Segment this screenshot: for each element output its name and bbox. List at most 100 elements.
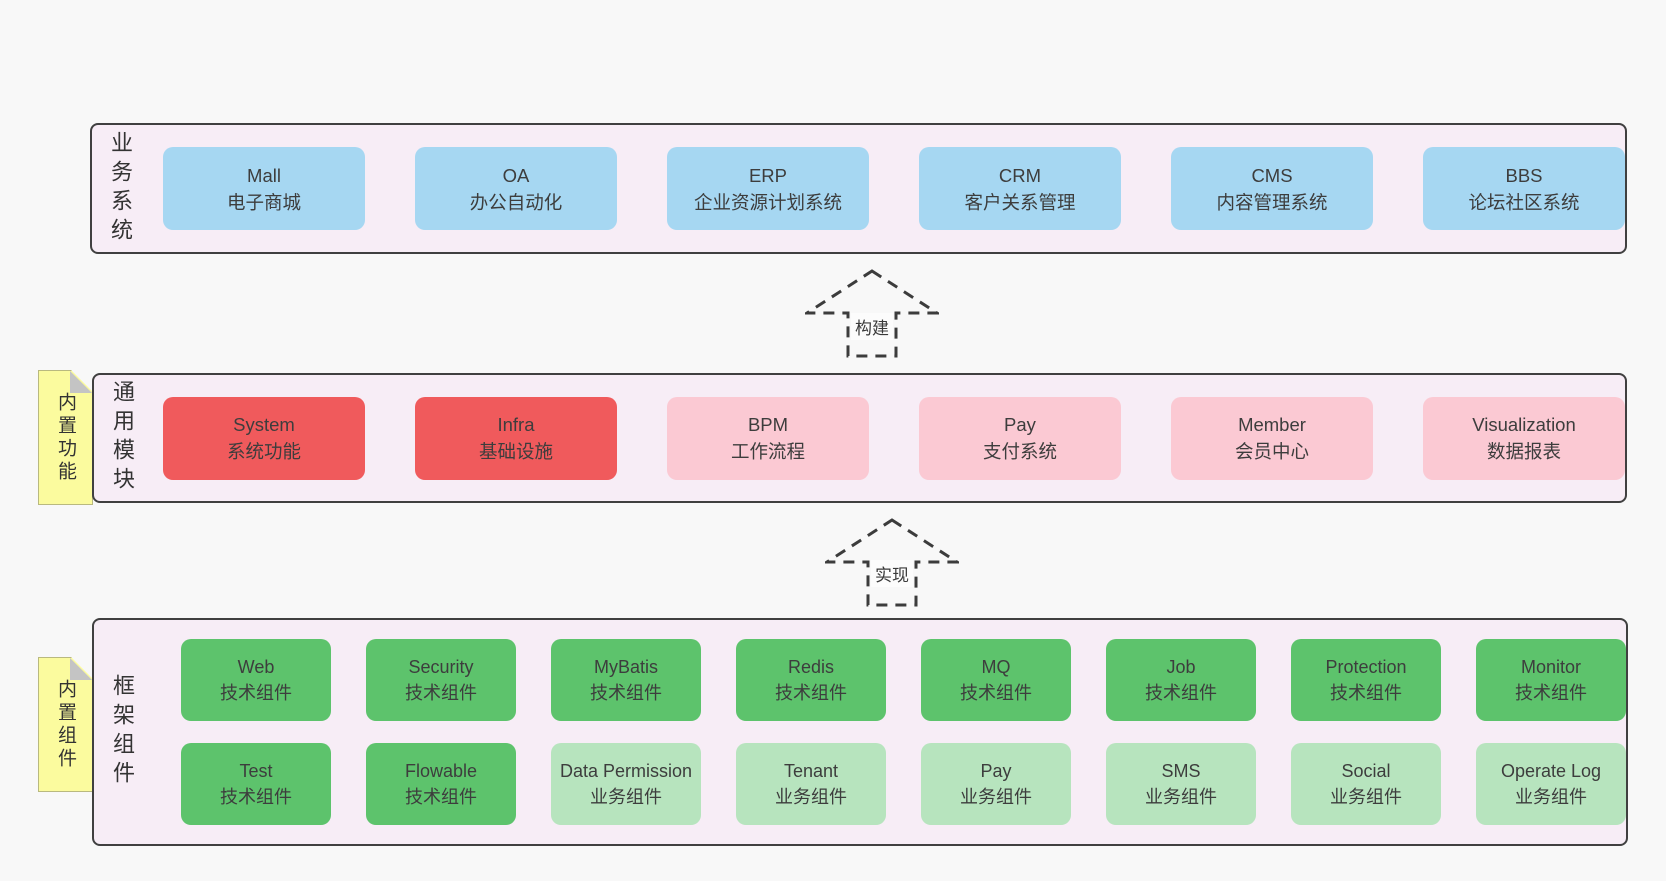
box-subtitle: 业务组件 (960, 787, 1032, 807)
box-title: Flowable (404, 761, 478, 781)
box-title: Mall (247, 164, 281, 186)
component-box: BBS 论坛社区系统 (1423, 147, 1625, 230)
arrow-label-implement: 实现 (871, 560, 913, 587)
box-title: Monitor (1520, 657, 1582, 677)
components-box-row-2: Test 技术组件 Flowable 技术组件 Data Permission … (181, 743, 1626, 825)
component-box: Infra 基础设施 (415, 396, 617, 480)
component-box: SMS 业务组件 (1106, 743, 1256, 825)
sticky-note-built-in-components: 内置组件 (38, 657, 93, 792)
component-box: Data Permission 业务组件 (551, 743, 701, 825)
box-title: Infra (497, 414, 535, 435)
box-subtitle: 技术组件 (405, 683, 477, 703)
box-subtitle: 企业资源计划系统 (693, 191, 842, 213)
box-subtitle: 业务组件 (1515, 787, 1587, 807)
sticky-note-text: 内置功能 (55, 391, 76, 484)
box-subtitle: 内容管理系统 (1216, 191, 1328, 213)
component-box: Test 技术组件 (181, 743, 331, 825)
box-title: Redis (787, 657, 835, 677)
component-box: Pay 支付系统 (919, 396, 1121, 480)
component-box: Protection 技术组件 (1291, 639, 1441, 721)
component-box: Member 会员中心 (1171, 396, 1373, 480)
box-subtitle: 技术组件 (405, 787, 477, 807)
box-title: Operate Log (1500, 761, 1602, 781)
component-box: MQ 技术组件 (921, 639, 1071, 721)
component-box: Tenant 业务组件 (736, 743, 886, 825)
section-common-modules: 通用模块 System 系统功能 Infra 基础设施 BPM 工作流程 Pay… (92, 373, 1627, 503)
box-title: Social (1341, 761, 1391, 781)
box-subtitle: 技术组件 (1330, 683, 1402, 703)
box-title: ERP (748, 164, 788, 186)
box-title: BPM (747, 414, 789, 435)
box-title: Security (408, 657, 474, 677)
component-box: Visualization 数据报表 (1423, 396, 1625, 480)
box-subtitle: 技术组件 (1515, 683, 1587, 703)
sticky-note-text: 内置组件 (55, 678, 76, 771)
dashed-up-arrow-build (805, 269, 939, 358)
box-subtitle: 工作流程 (730, 441, 805, 462)
box-title: Web (237, 657, 275, 677)
component-box: BPM 工作流程 (667, 396, 869, 480)
box-subtitle: 技术组件 (775, 683, 847, 703)
box-subtitle: 技术组件 (1145, 683, 1217, 703)
box-title: MQ (981, 657, 1011, 677)
component-box: MyBatis 技术组件 (551, 639, 701, 721)
modules-box-row: System 系统功能 Infra 基础设施 BPM 工作流程 Pay 支付系统… (163, 396, 1625, 480)
box-subtitle: 支付系统 (982, 441, 1057, 462)
box-title: Protection (1325, 657, 1407, 677)
box-title: MyBatis (593, 657, 658, 677)
box-subtitle: 业务组件 (1145, 787, 1217, 807)
section-framework-components: 框架组件 Web 技术组件 Security 技术组件 MyBatis 技术组件… (92, 618, 1628, 846)
dashed-up-arrow-implement (825, 518, 959, 607)
section-label-framework-components: 框架组件 (110, 674, 135, 790)
box-subtitle: 业务组件 (775, 787, 847, 807)
box-title: Job (1166, 657, 1196, 677)
box-title: Pay (980, 761, 1012, 781)
box-title: SMS (1161, 761, 1201, 781)
box-title: OA (502, 164, 530, 186)
box-title: Test (239, 761, 273, 781)
box-subtitle: 技术组件 (590, 683, 662, 703)
business-box-row: Mall 电子商城 OA 办公自动化 ERP 企业资源计划系统 CRM 客户关系… (163, 147, 1625, 230)
box-subtitle: 数据报表 (1486, 441, 1561, 462)
box-subtitle: 业务组件 (1330, 787, 1402, 807)
box-subtitle: 技术组件 (220, 787, 292, 807)
box-subtitle: 客户关系管理 (964, 191, 1076, 213)
box-title: Pay (1004, 414, 1036, 435)
component-box: Redis 技术组件 (736, 639, 886, 721)
box-subtitle: 技术组件 (220, 683, 292, 703)
component-box: Flowable 技术组件 (366, 743, 516, 825)
component-box: Monitor 技术组件 (1476, 639, 1626, 721)
component-box: OA 办公自动化 (415, 147, 617, 230)
box-subtitle: 办公自动化 (469, 191, 563, 213)
box-subtitle: 基础设施 (478, 441, 553, 462)
components-box-row-1: Web 技术组件 Security 技术组件 MyBatis 技术组件 Redi… (181, 639, 1626, 721)
folded-corner-icon (70, 371, 92, 393)
box-title: Visualization (1472, 414, 1576, 435)
box-title: Tenant (783, 761, 839, 781)
box-subtitle: 业务组件 (590, 787, 662, 807)
box-subtitle: 电子商城 (226, 191, 301, 213)
arrow-label-build: 构建 (851, 313, 893, 340)
box-subtitle: 论坛社区系统 (1468, 191, 1580, 213)
component-box: Security 技术组件 (366, 639, 516, 721)
box-title: Member (1238, 414, 1306, 435)
component-box: Pay 业务组件 (921, 743, 1071, 825)
box-title: CMS (1251, 164, 1293, 186)
component-box: CMS 内容管理系统 (1171, 147, 1373, 230)
component-box: Job 技术组件 (1106, 639, 1256, 721)
component-box: System 系统功能 (163, 396, 365, 480)
box-subtitle: 会员中心 (1234, 441, 1309, 462)
box-subtitle: 系统功能 (226, 441, 301, 462)
box-title: System (233, 414, 295, 435)
component-box: Operate Log 业务组件 (1476, 743, 1626, 825)
box-title: CRM (998, 164, 1042, 186)
box-title: Data Permission (559, 761, 693, 781)
component-box: Web 技术组件 (181, 639, 331, 721)
section-label-business-systems: 业务系统 (108, 130, 133, 247)
component-box: ERP 企业资源计划系统 (667, 147, 869, 230)
component-box: Social 业务组件 (1291, 743, 1441, 825)
box-subtitle: 技术组件 (960, 683, 1032, 703)
section-label-common-modules: 通用模块 (110, 380, 135, 496)
components-rows: Web 技术组件 Security 技术组件 MyBatis 技术组件 Redi… (181, 639, 1626, 825)
